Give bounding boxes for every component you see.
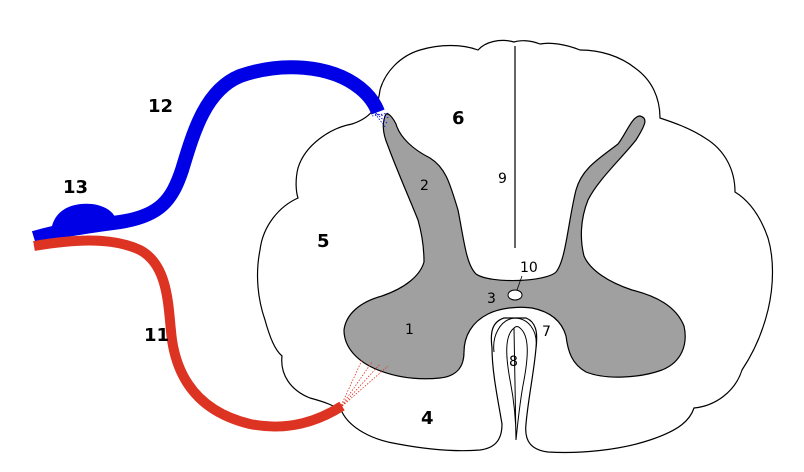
gray-matter bbox=[343, 113, 686, 380]
label-dorsal-root-ganglion: 13 bbox=[63, 177, 88, 198]
label-dorsal-funiculus: 6 bbox=[452, 108, 465, 129]
label-ventral-median-fissure-lower: 8 bbox=[509, 354, 518, 370]
label-central-canal: 10 bbox=[520, 260, 538, 276]
label-lateral-funiculus: 5 bbox=[317, 231, 330, 252]
label-gray-matter-body: 1 bbox=[405, 322, 414, 338]
central-canal bbox=[507, 289, 523, 301]
label-dorsal-root: 12 bbox=[148, 96, 173, 117]
dorsal-root-ganglion bbox=[52, 203, 116, 232]
central-canal-pointer bbox=[516, 275, 523, 291]
dorsal-rootlets bbox=[365, 101, 390, 129]
label-ventral-median-fissure: 7 bbox=[542, 324, 551, 340]
ventral-median-fissure bbox=[506, 326, 528, 441]
label-gray-commissure: 3 bbox=[487, 291, 496, 307]
ventral-rootlets bbox=[339, 359, 389, 409]
label-ventral-root: 11 bbox=[144, 325, 169, 346]
label-dorsal-median-septum: 9 bbox=[498, 171, 507, 187]
label-dorsal-horn: 2 bbox=[420, 178, 429, 194]
ventral-median-fissure-edge bbox=[493, 317, 537, 353]
ventral-root bbox=[33, 235, 345, 432]
label-ventral-funiculus: 4 bbox=[421, 408, 434, 429]
